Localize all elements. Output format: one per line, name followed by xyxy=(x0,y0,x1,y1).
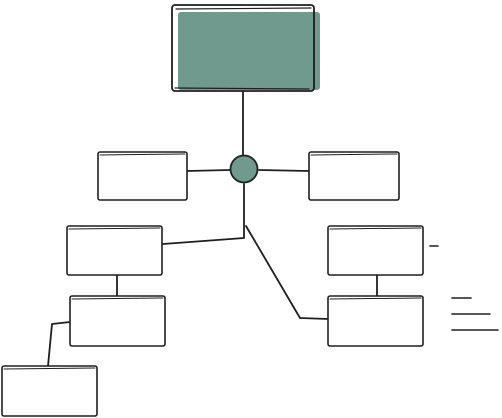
box-left-b-sketch xyxy=(71,297,164,300)
node-top-fill xyxy=(178,12,320,90)
box-right-b-sketch xyxy=(329,297,422,300)
edge-hub-right-mid xyxy=(258,169,310,172)
node-top-sketch-line xyxy=(174,7,312,90)
node-left-c xyxy=(1,365,98,417)
node-top xyxy=(171,4,320,92)
edge-hub-left-a xyxy=(162,183,245,245)
node-left-a xyxy=(66,225,163,276)
box-left-mid xyxy=(97,151,188,201)
node-right-a xyxy=(327,225,424,276)
box-left-mid-sketch xyxy=(99,153,186,156)
node-right-b xyxy=(327,295,424,347)
edge-hub-right-b xyxy=(245,225,329,320)
box-right-mid-sketch xyxy=(310,153,398,156)
decorations xyxy=(429,245,499,331)
node-left-mid xyxy=(97,151,188,201)
hub-circle xyxy=(229,154,259,184)
edge-left-b-left-c xyxy=(47,321,71,367)
box-right-a-sketch xyxy=(329,227,422,230)
box-left-a-sketch xyxy=(68,227,161,230)
box-left-b xyxy=(69,295,166,347)
node-right-mid xyxy=(308,151,400,201)
box-right-mid xyxy=(308,151,400,201)
box-left-c xyxy=(1,365,98,417)
box-right-a xyxy=(327,225,424,276)
box-right-b xyxy=(327,295,424,347)
node-left-b xyxy=(69,295,166,347)
connectors xyxy=(47,91,378,367)
edge-hub-left-mid xyxy=(186,169,231,172)
box-left-a xyxy=(66,225,163,276)
node-hub xyxy=(229,154,259,184)
node-top-outline xyxy=(171,4,315,92)
box-left-c-sketch xyxy=(3,367,96,370)
